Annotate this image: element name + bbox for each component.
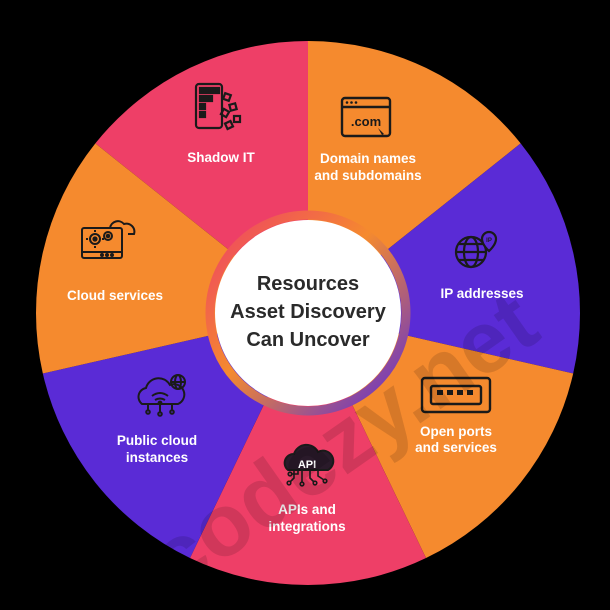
- cloud-network-icon: [137, 374, 186, 417]
- label-shadow-it: Shadow IT: [187, 150, 255, 165]
- label-domain-names-2: and subdomains: [314, 168, 421, 183]
- label-domain-names-1: Domain names: [320, 151, 416, 166]
- svg-text:IP: IP: [486, 238, 492, 244]
- center-line-3: Can Uncover: [246, 329, 370, 351]
- center-circle: [215, 220, 401, 406]
- center-line-1: Resources: [257, 273, 359, 295]
- label-public-cloud-2: instances: [126, 450, 188, 465]
- center-title: Resources Asset Discovery Can Uncover: [230, 273, 387, 351]
- api-cloud-icon: API: [283, 443, 335, 487]
- browser-dotcom-icon: .com: [340, 96, 392, 138]
- label-apis-1: APIs and: [278, 502, 336, 517]
- segment-labels: Shadow IT Domain names and subdomains IP…: [67, 150, 524, 534]
- label-apis-2: integrations: [268, 519, 345, 534]
- app-grid-icon: [194, 82, 242, 131]
- label-open-ports-2: and services: [415, 440, 497, 455]
- center-line-2: Asset Discovery: [230, 301, 387, 323]
- port-icon: [420, 376, 492, 414]
- label-public-cloud-1: Public cloud: [117, 433, 197, 448]
- svg-text:API: API: [298, 459, 316, 471]
- label-ip-addresses: IP addresses: [440, 286, 523, 301]
- center-ring: [205, 210, 411, 416]
- cloud-gears-icon: [81, 220, 136, 259]
- label-open-ports-1: Open ports: [420, 424, 492, 439]
- label-cloud-services: Cloud services: [67, 288, 163, 303]
- svg-text:.com: .com: [351, 114, 381, 129]
- globe-pin-icon: IP: [454, 230, 498, 269]
